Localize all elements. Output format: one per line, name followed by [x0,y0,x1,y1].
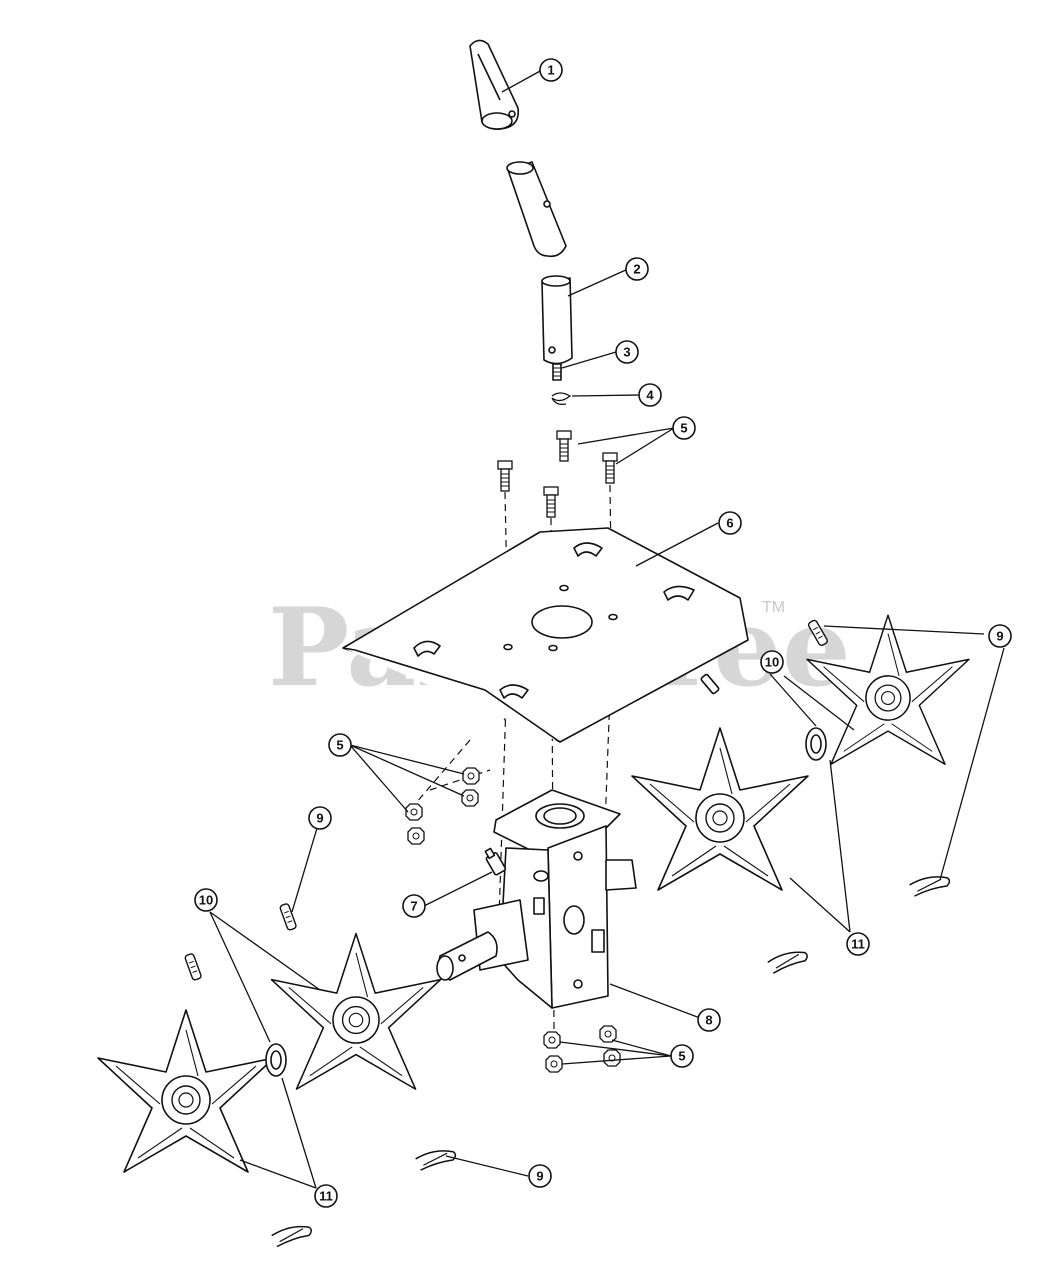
callout-8: 8 [697,1008,721,1032]
bolt-upper-1 [556,430,572,462]
handle-tube-part [506,161,567,258]
nut-left-1 [405,803,423,821]
callout-5-left: 5 [328,733,352,757]
svg-text:2: 2 [633,262,640,277]
svg-text:9: 9 [536,1169,543,1184]
callout-6: 6 [718,511,742,535]
svg-text:5: 5 [680,421,687,436]
washer-left [265,1043,287,1077]
svg-text:11: 11 [851,937,865,952]
callout-1: 1 [539,58,563,82]
mounting-plate-part [342,527,749,743]
stud-part [552,363,562,381]
svg-text:10: 10 [765,655,779,670]
shaft-part [541,275,573,365]
svg-text:9: 9 [316,811,323,826]
bolt-upper-2 [602,452,618,484]
washer-right [805,727,827,761]
callout-10-right: 10 [760,650,784,674]
svg-text:5: 5 [678,1049,685,1064]
callout-5-lower: 5 [670,1044,694,1068]
svg-text:9: 9 [996,629,1003,644]
svg-text:11: 11 [319,1189,333,1204]
leader-lines [209,69,1005,1189]
svg-text:7: 7 [410,899,417,914]
nut-upper-2 [461,789,479,807]
svg-text:3: 3 [623,345,630,360]
callout-3: 3 [615,340,639,364]
tine-right-inner [631,727,809,891]
nut-lower-3 [545,1055,563,1073]
bolt-plate-side [700,673,720,695]
clevis-pin-left-1 [278,902,298,932]
svg-text:10: 10 [199,893,213,908]
nut-lower-1 [543,1031,561,1049]
svg-text:TM: TM [762,599,785,616]
callout-9-bottom: 9 [528,1164,552,1188]
callout-7: 7 [402,894,426,918]
nut-lower-2 [599,1025,617,1043]
svg-text:4: 4 [646,388,654,403]
hair-pin-left-2 [270,1221,314,1248]
hair-pin-middle [766,946,810,975]
handle-grip-part [469,39,520,130]
bolt-upper-3 [497,460,513,492]
callout-9-right: 9 [988,624,1012,648]
svg-text:5: 5 [336,738,343,753]
callout-11-left: 11 [314,1184,338,1208]
hair-pin-right [908,872,952,898]
callout-2: 2 [625,257,649,281]
tine-left-outer [97,1009,275,1173]
bolt-upper-4 [543,486,559,518]
svg-text:8: 8 [705,1013,712,1028]
svg-text:1: 1 [547,63,554,78]
nut-upper-1 [462,767,480,785]
tine-left-inner [270,932,442,1090]
spring-clip-part [551,392,572,406]
callout-5-upper: 5 [672,416,696,440]
grease-fitting-part [484,847,507,876]
hair-pin-left-1 [414,1146,458,1172]
clevis-pin-left-2 [183,952,203,982]
callout-10-left: 10 [194,888,218,912]
callout-11-right: 11 [846,932,870,956]
svg-text:6: 6 [726,516,733,531]
callout-4: 4 [638,383,662,407]
gearbox-part [436,789,637,1009]
nut-lower-4 [603,1049,621,1067]
nut-left-2 [407,827,425,845]
callout-9-left: 9 [308,806,332,830]
